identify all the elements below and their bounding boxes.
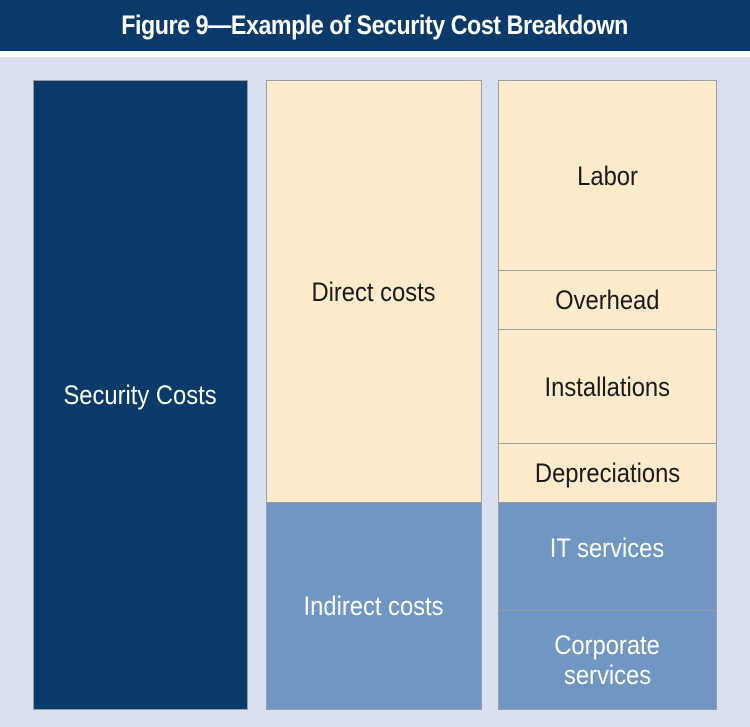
indirect-costs-label: Indirect costs <box>304 591 444 621</box>
overhead-label: Overhead <box>555 285 660 315</box>
labor-label: Labor <box>577 160 638 191</box>
installations-box: Installations <box>498 329 717 444</box>
figure-title-bar: Figure 9—Example of Security Cost Breakd… <box>0 0 750 51</box>
divider <box>0 51 750 57</box>
direct-costs-label: Direct costs <box>311 276 437 307</box>
depreciations-box: Depreciations <box>498 443 717 503</box>
indirect-costs-box: Indirect costs <box>266 502 482 710</box>
it-services-label: IT services <box>550 532 665 563</box>
it-services-box: IT services <box>498 502 717 611</box>
overhead-box: Overhead <box>498 270 717 330</box>
corporate-services-box: Corporate services <box>498 610 717 710</box>
corporate-services-line2: services <box>563 660 652 690</box>
security-costs-label: Security Costs <box>63 380 218 410</box>
labor-box: Labor <box>498 80 717 271</box>
security-costs-box: Security Costs <box>33 80 248 710</box>
depreciations-label: Depreciations <box>534 458 681 488</box>
corporate-services-line1: Corporate <box>554 630 661 660</box>
figure-title: Figure 9—Example of Security Cost Breakd… <box>121 10 629 40</box>
direct-costs-box: Direct costs <box>266 80 482 503</box>
installations-label: Installations <box>544 371 671 402</box>
